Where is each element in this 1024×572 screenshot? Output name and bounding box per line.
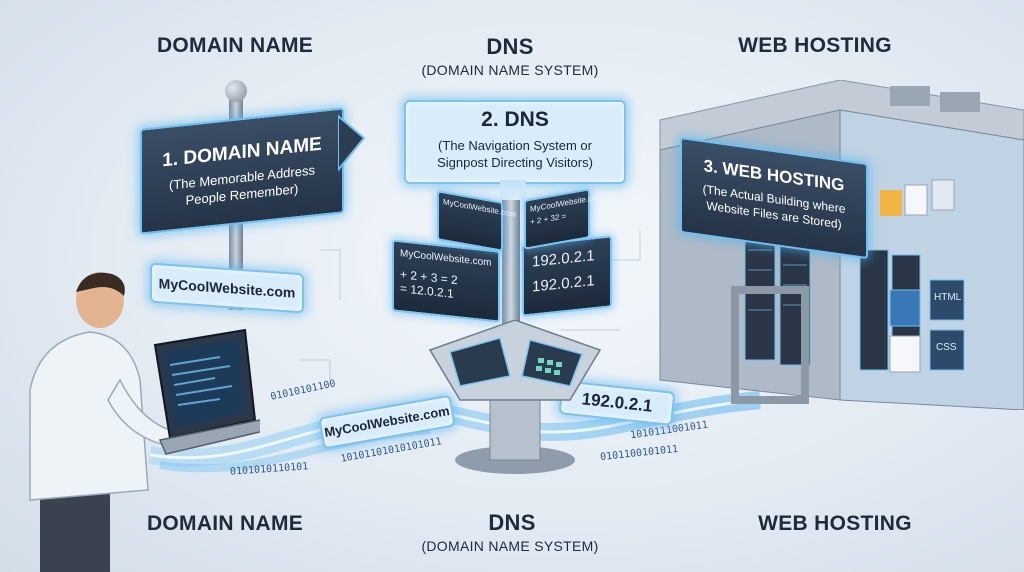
dns-info-box: 2. DNS (The Navigation System or Signpos… xyxy=(404,100,626,184)
dns-screen-right-ip2: 192.0.2.1 xyxy=(532,272,595,296)
dns-console-base xyxy=(428,320,602,474)
bottom-heading-domain: DOMAIN NAME xyxy=(146,512,304,535)
dns-screen-left: MyCoolWebsite.com + 2 + 3 = 2 = 12.0.2.1 xyxy=(392,239,500,323)
bottom-heading-dns: DNS xyxy=(488,510,536,535)
dns-box-line2: Signpost Directing Visitors) xyxy=(437,155,593,170)
bottom-heading-hosting: WEB HOSTING xyxy=(758,512,912,535)
domain-name-sign: 1. DOMAIN NAME (The Memorable Address Pe… xyxy=(140,107,344,235)
dns-box-line1: (The Navigation System or xyxy=(438,138,592,153)
signpost-cap xyxy=(225,80,247,102)
html-file-label: HTML xyxy=(934,292,962,303)
top-heading-dns: DNS xyxy=(486,34,534,59)
dns-pole xyxy=(502,200,520,350)
top-heading-dns-subtitle: (DOMAIN NAME SYSTEM) xyxy=(421,62,599,78)
dns-screen-small-left-site: MyCoolWebsite.com xyxy=(443,197,517,220)
bottom-heading-dns-subtitle: (DOMAIN NAME SYSTEM) xyxy=(421,538,599,554)
sign-arrow-tip xyxy=(338,114,366,172)
dns-screen-right-ip1: 192.0.2.1 xyxy=(532,247,595,271)
top-heading-hosting: WEB HOSTING xyxy=(738,34,892,57)
person-with-laptop xyxy=(29,272,260,572)
dns-box-title: 2. DNS xyxy=(481,108,549,131)
dns-screen-left-site: MyCoolWebsite.com xyxy=(400,248,492,269)
top-heading-domain: DOMAIN NAME xyxy=(156,34,314,57)
css-file-label: CSS xyxy=(936,342,957,353)
